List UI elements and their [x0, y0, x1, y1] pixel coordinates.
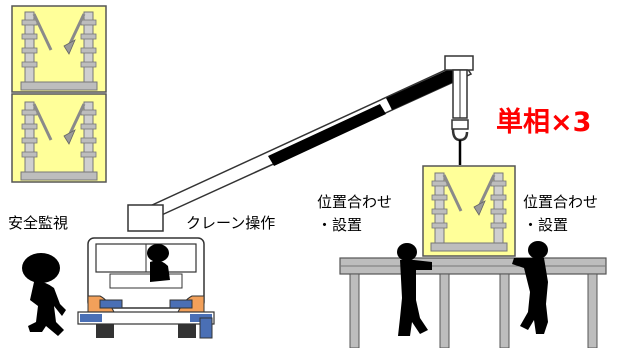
phase-count-label: 単相×3: [496, 107, 592, 138]
position-align-left-label: 位置合わせ: [317, 193, 393, 211]
position-align-right-label: 位置合わせ: [523, 193, 599, 211]
crane-operator-figure: [147, 244, 170, 282]
lifted-equipment: [422, 165, 516, 257]
support-frame: [339, 257, 607, 348]
stacked-equipment-bottom: [11, 93, 107, 183]
safety-watch-label: 安全監視: [8, 214, 69, 232]
install-right-label: ・設置: [523, 216, 569, 234]
crane-operation-label: クレーン操作: [186, 214, 276, 232]
crane-boom: [127, 55, 474, 232]
crane-hook: [451, 69, 469, 165]
crane-truck: [77, 237, 215, 339]
worker-right-figure: [512, 241, 548, 334]
stacked-equipment-top: [11, 5, 107, 93]
install-left-label: ・設置: [317, 216, 363, 234]
safety-watcher-figure: [22, 253, 66, 336]
worker-left-figure: [397, 243, 432, 336]
